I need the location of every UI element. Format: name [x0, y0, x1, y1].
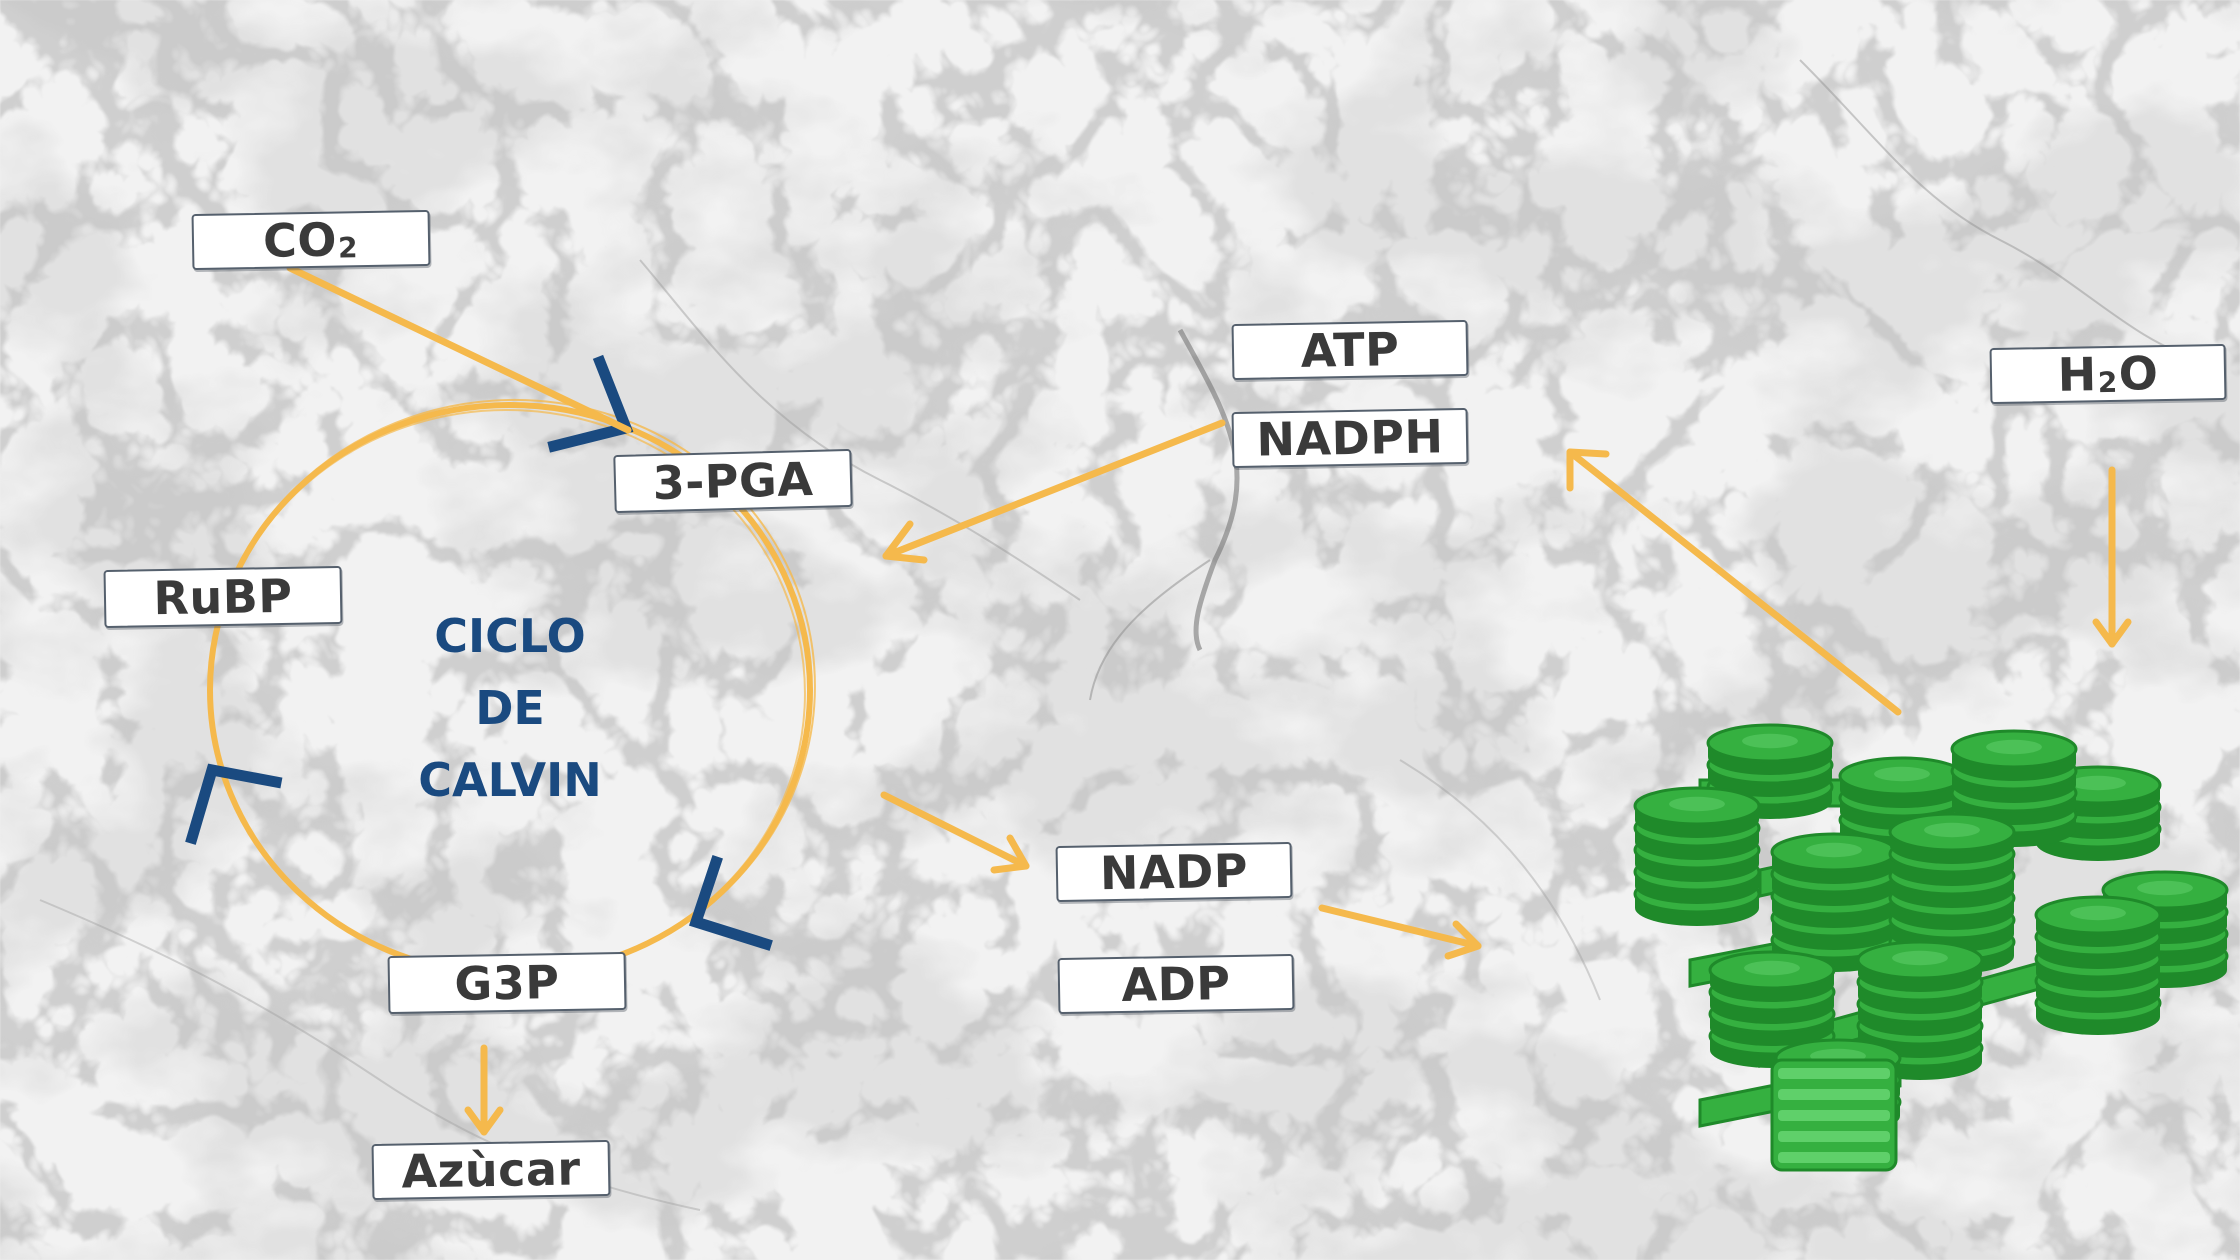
arrow-g3p-to-sugar: [464, 1044, 504, 1136]
label-atp: ATP: [1231, 319, 1469, 381]
arrow-cycle-to-nadp-adp: [880, 791, 1030, 874]
label-sugar: Azùcar: [371, 1139, 611, 1201]
calvin-title-line-3: CALVIN: [418, 753, 602, 807]
label-co2-subscript: 2: [337, 230, 359, 265]
calvin-title-line-2: DE: [475, 681, 545, 735]
chloroplast-grana-illustration: [1633, 723, 2229, 1172]
cycle-direction-marker-left: [185, 763, 283, 845]
label-nadph: NADPH: [1231, 407, 1469, 469]
cycle-direction-marker-right: [689, 855, 773, 951]
label-3-pga: 3-PGA: [613, 448, 853, 514]
arrow-nadp-adp-to-chloroplast: [1318, 904, 1482, 960]
label-adp: ADP: [1057, 953, 1295, 1015]
label-g3p: G3P: [387, 951, 627, 1015]
label-water-o: O: [2118, 346, 2159, 401]
arrow-chloroplast-to-atp-nadph: [1566, 448, 1902, 716]
label-co2-main: CO: [262, 212, 338, 268]
label-water-subscript: 2: [2097, 365, 2119, 399]
calvin-title-line-1: CICLO: [434, 609, 586, 663]
calvin-cycle-title: CICLO DE CALVIN: [340, 600, 680, 816]
arrow-co2-to-3pga: [286, 264, 632, 434]
label-nadp: NADP: [1055, 841, 1293, 903]
label-rubp: RuBP: [103, 565, 343, 629]
label-water-h: H: [2057, 347, 2098, 402]
arrow-atp-nadph-to-cycle: [882, 419, 1226, 564]
arrow-water-to-chloroplast: [2092, 466, 2132, 648]
